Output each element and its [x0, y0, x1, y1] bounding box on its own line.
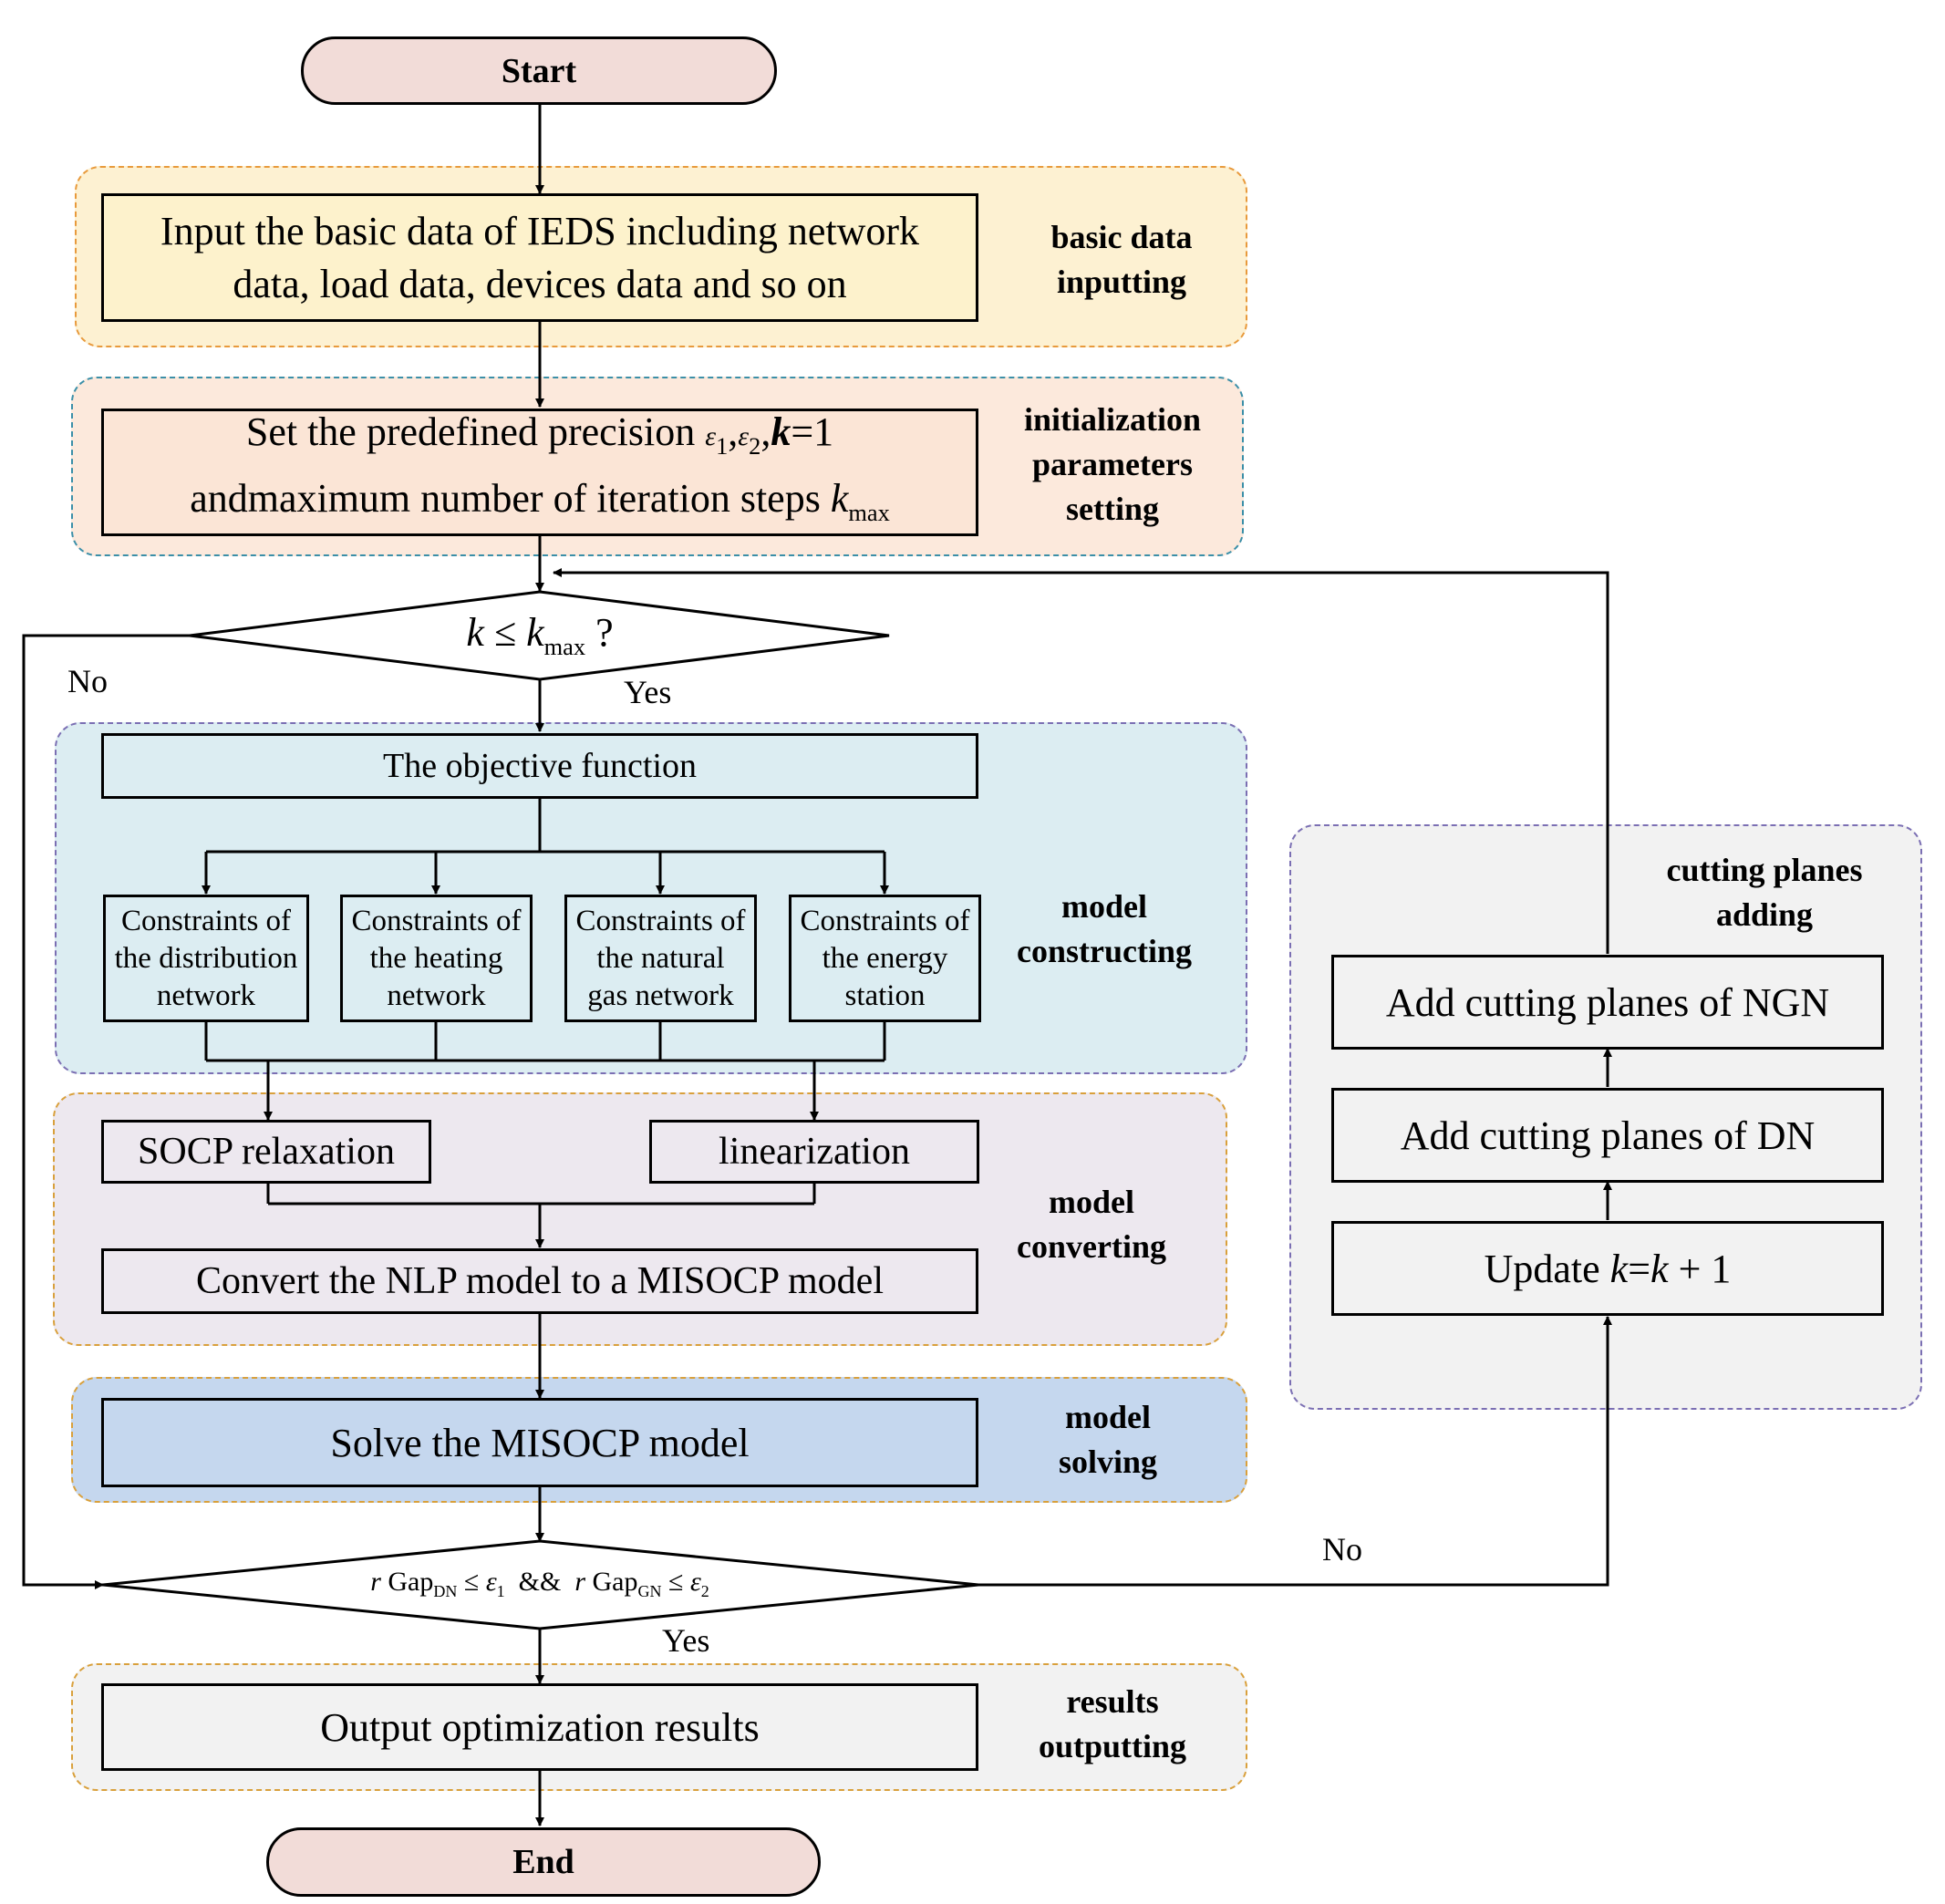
input-data-line2: data, load data, devices data and so on [233, 261, 847, 306]
start-terminal: Start [301, 36, 777, 105]
arrow-loop-back [553, 568, 1609, 954]
convert-misocp-box: Convert the NLP model to a MISOCP model [101, 1248, 978, 1314]
decision2-no-label: No [1322, 1531, 1362, 1568]
decision1-yes-label: Yes [624, 674, 672, 710]
input-data-box: Input the basic data of IEDS including n… [101, 193, 978, 322]
solve-misocp-box: Solve the MISOCP model [101, 1398, 978, 1487]
update-k-box: Update k=k + 1 [1331, 1221, 1884, 1316]
decision1-no-label: No [67, 663, 108, 699]
socp-relaxation-box: SOCP relaxation [101, 1120, 431, 1184]
objective-function-box: The objective function [101, 733, 978, 799]
init-params-line1: Set the predefined precision ε1,ε2,k=1 [245, 409, 834, 460]
cutting-planes-ngn-box: Add cutting planes of NGN [1331, 955, 1884, 1050]
decision2-condition: r GapDN ≤ ε1 && r GapGN ≤ ε2 [370, 1567, 709, 1600]
arrow-decision2-no [978, 1316, 1612, 1587]
linearization-box: linearization [649, 1120, 979, 1184]
output-results-box: Output optimization results [101, 1683, 978, 1771]
end-terminal: End [266, 1827, 821, 1897]
decision1-diamond [189, 590, 890, 681]
init-params-line2: andmaximum number of iteration steps kma… [190, 476, 890, 526]
decision2-diamond [102, 1539, 979, 1630]
arrow-decision1-no [22, 634, 190, 1589]
decision1-condition: k ≤ kmax ? [466, 610, 614, 660]
init-params-box: Set the predefined precision ε1,ε2,k=1 a… [101, 409, 978, 536]
decision2-yes-label: Yes [662, 1622, 710, 1659]
input-data-line1: Input the basic data of IEDS including n… [160, 208, 920, 254]
cutting-planes-dn-box: Add cutting planes of DN [1331, 1088, 1884, 1183]
